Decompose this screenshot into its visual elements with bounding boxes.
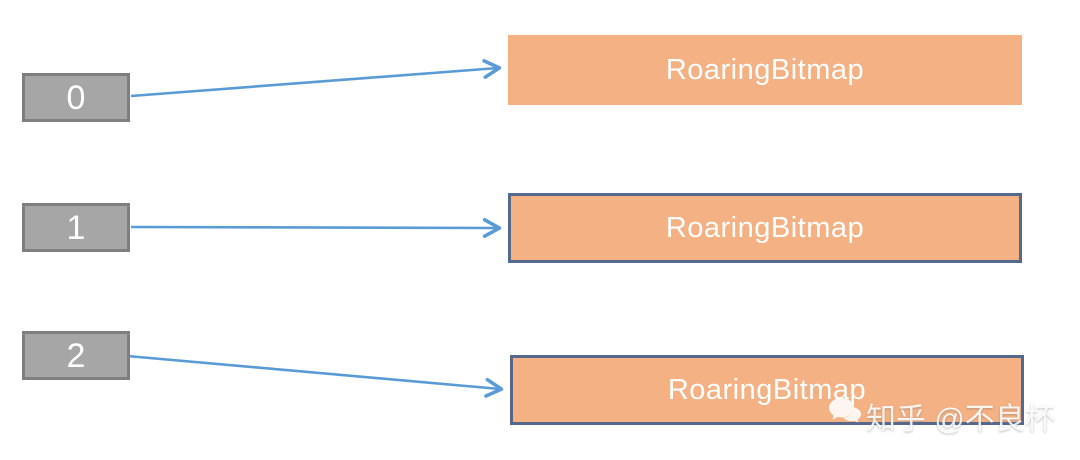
container-box-2: RoaringBitmap bbox=[510, 355, 1024, 425]
key-box-0-label: 0 bbox=[66, 78, 86, 117]
key-box-2-label: 2 bbox=[66, 336, 86, 375]
arrow-key2-to-container2 bbox=[126, 354, 504, 398]
arrow-key0-to-container0 bbox=[130, 59, 502, 98]
container-box-1: RoaringBitmap bbox=[508, 193, 1022, 263]
container-box-0-label: RoaringBitmap bbox=[665, 53, 865, 86]
container-box-2-label: RoaringBitmap bbox=[667, 373, 867, 406]
key-box-0: 0 bbox=[22, 73, 130, 122]
key-box-1-label: 1 bbox=[66, 208, 86, 247]
key-box-2: 2 bbox=[22, 331, 130, 380]
container-box-1-label: RoaringBitmap bbox=[665, 211, 865, 244]
container-box-0: RoaringBitmap bbox=[508, 35, 1022, 105]
key-box-1: 1 bbox=[22, 203, 130, 252]
arrow-key1-to-container1 bbox=[130, 218, 502, 238]
